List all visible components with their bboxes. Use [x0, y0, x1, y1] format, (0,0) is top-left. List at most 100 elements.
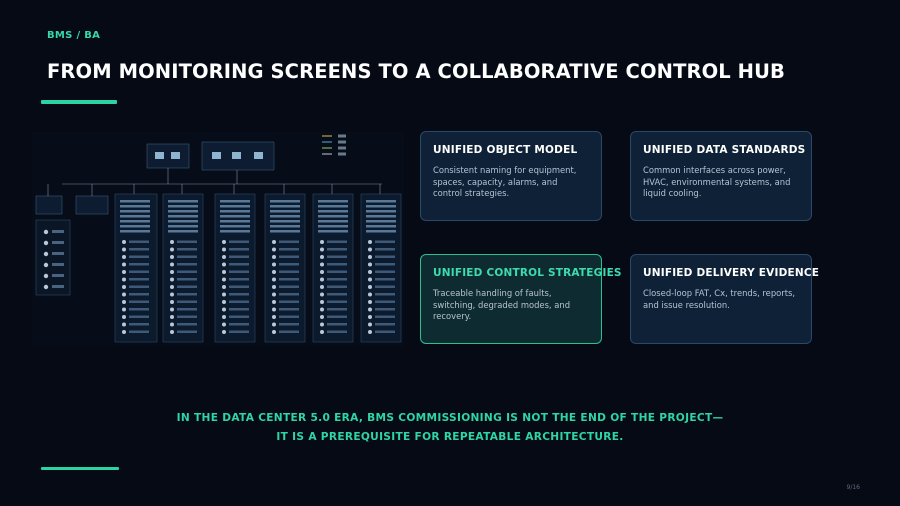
diagram-header-row — [168, 220, 198, 223]
diagram-graphic — [35, 134, 402, 343]
diagram-device-label — [129, 315, 149, 318]
diagram-device-node — [320, 255, 324, 259]
diagram-device-node — [170, 262, 174, 267]
diagram-controller-box — [35, 195, 63, 215]
diagram-device-node — [170, 285, 174, 289]
diagram-device-node — [368, 262, 372, 267]
diagram-device-label — [375, 285, 395, 288]
diagram-device-node — [170, 255, 174, 259]
diagram-device-label — [129, 308, 149, 311]
diagram-device-node — [320, 262, 324, 267]
diagram-device-label — [177, 308, 197, 311]
diagram-device-node — [43, 229, 49, 235]
diagram-device-node — [43, 273, 49, 279]
diagram-header-row — [366, 205, 396, 208]
diagram-header-row — [318, 215, 348, 218]
diagram-device-node — [122, 315, 126, 319]
diagram-device-label — [375, 255, 395, 258]
diagram-device-node — [43, 240, 49, 246]
diagram-device-label — [229, 255, 249, 258]
diagram-device-label — [129, 255, 149, 258]
card-unified-control-strategies: UNIFIED CONTROL STRATEGIES Traceable han… — [420, 254, 622, 344]
diagram-device-node — [122, 262, 126, 267]
diagram-controller-box — [75, 195, 109, 215]
diagram-header-row — [168, 205, 198, 208]
diagram-device-node — [222, 307, 226, 312]
diagram-header-row — [120, 230, 150, 233]
diagram-device-node — [170, 240, 174, 244]
diagram-device-node — [368, 277, 372, 282]
diagram-device-node — [320, 307, 324, 312]
diagram-device-node — [122, 300, 126, 304]
diagram-device-node — [122, 285, 126, 289]
diagram-device-label — [229, 285, 249, 288]
diagram-device-node — [368, 292, 372, 297]
diagram-device-node — [272, 262, 276, 267]
diagram-header-row — [270, 230, 300, 233]
diagram-device-label — [279, 263, 299, 266]
diagram-device-node — [122, 270, 126, 274]
diagram-device-label — [279, 285, 299, 288]
diagram-device-node — [368, 247, 372, 252]
diagram-device-label — [375, 308, 395, 311]
diagram-device-label — [375, 323, 395, 326]
diagram-device-node — [170, 330, 174, 334]
diagram-device-node — [272, 315, 276, 319]
diagram-device-label — [229, 270, 249, 273]
diagram-device-node — [43, 284, 49, 290]
diagram-header-row — [120, 220, 150, 223]
diagram-device-label — [375, 300, 395, 303]
diagram-header-row — [220, 205, 250, 208]
diagram-device-label — [229, 240, 249, 243]
diagram-device-node — [368, 270, 372, 274]
card-title: UNIFIED DATA STANDARDS — [643, 144, 806, 156]
card-description: Closed-loop FAT, Cx, trends, reports, an… — [643, 288, 796, 310]
diagram-header-row — [270, 225, 300, 228]
diagram-device-label — [327, 240, 347, 243]
diagram-device-node — [368, 300, 372, 304]
section-kicker: BMS / BA — [47, 30, 101, 41]
diagram-header-row — [220, 220, 250, 223]
diagram-device-label — [177, 293, 197, 296]
diagram-device-node — [170, 322, 174, 327]
diagram-header-row — [220, 210, 250, 213]
diagram-monitor-icon — [212, 152, 221, 159]
statement-line-1: IN THE DATA CENTER 5.0 ERA, BMS COMMISSI… — [176, 412, 724, 424]
diagram-device-label — [327, 278, 347, 281]
diagram-device-label — [229, 315, 249, 318]
diagram-device-node — [368, 315, 372, 319]
diagram-device-node — [122, 247, 126, 252]
diagram-header-row — [318, 200, 348, 203]
diagram-header-row — [366, 230, 396, 233]
diagram-header-row — [318, 210, 348, 213]
diagram-device-label — [229, 323, 249, 326]
diagram-device-label — [279, 278, 299, 281]
diagram-device-label — [229, 248, 249, 251]
diagram-header-row — [270, 215, 300, 218]
diagram-device-node — [320, 300, 324, 304]
diagram-device-node — [320, 277, 324, 282]
diagram-header-row — [318, 220, 348, 223]
diagram-header-row — [220, 215, 250, 218]
diagram-legend-label — [338, 140, 346, 144]
card-unified-data-standards: UNIFIED DATA STANDARDS Common interfaces… — [630, 131, 812, 221]
diagram-device-node — [222, 315, 226, 319]
diagram-device-node — [368, 307, 372, 312]
diagram-device-node — [170, 300, 174, 304]
diagram-device-label — [375, 293, 395, 296]
diagram-device-label — [327, 300, 347, 303]
diagram-device-label — [177, 315, 197, 318]
card-title: UNIFIED CONTROL STRATEGIES — [433, 267, 622, 279]
diagram-device-node — [222, 322, 226, 327]
diagram-device-node — [122, 292, 126, 297]
diagram-device-label — [129, 248, 149, 251]
diagram-device-label — [327, 315, 347, 318]
diagram-device-node — [222, 247, 226, 252]
diagram-header-row — [270, 205, 300, 208]
diagram-device-label — [177, 330, 197, 333]
diagram-device-label — [129, 323, 149, 326]
diagram-device-label — [52, 252, 64, 255]
diagram-device-label — [327, 308, 347, 311]
diagram-device-label — [375, 315, 395, 318]
diagram-device-label — [279, 300, 299, 303]
